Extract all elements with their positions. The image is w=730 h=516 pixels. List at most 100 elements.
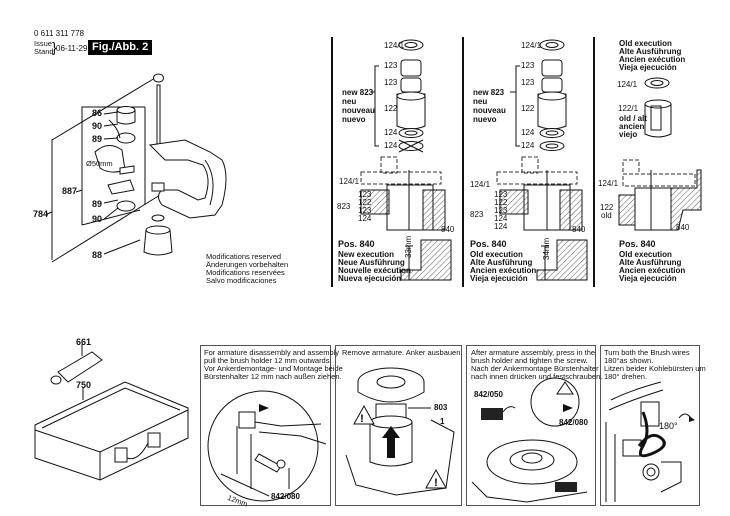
p1-part-124-1: 124/1 [384, 41, 405, 50]
p3-old-en: old / alt [619, 114, 647, 123]
bearing-old [618, 77, 702, 231]
panel-divider [462, 37, 464, 287]
instr3-line2: brush holder and tighten the screw. [471, 356, 588, 365]
p2-caption-es: Vieja ejecución [470, 274, 528, 283]
p3-sec-122: 122 [600, 203, 614, 212]
p2-sec-123: 123 [494, 190, 508, 199]
instr4-rotation-label: 180° [659, 421, 678, 431]
instr3-line4: nach innen drücken und festschrauben. [471, 372, 603, 381]
p3-heading-fr: Ancien exécution [619, 55, 686, 64]
part-number: 0 611 311 778 [34, 29, 84, 38]
instr2-part-1: 1 [440, 417, 445, 426]
part-label-89-lower: 89 [92, 199, 103, 209]
p3-part-122-1: 122/1 [618, 104, 639, 113]
p2-sec-124b: 124 [494, 222, 508, 231]
instruction-panel-remove-armature: Remove armature. Anker ausbauen. ! ! 803… [335, 345, 462, 506]
svg-text:!: ! [434, 477, 438, 489]
bearing-exploded-new [360, 39, 452, 281]
p1-caption-pos: Pos. 840 [338, 239, 375, 249]
p1-group-en: new 823 [342, 88, 374, 97]
p2-part-123a: 123 [521, 61, 535, 70]
accessories-drawing [34, 344, 189, 481]
p3-caption-de: Alte Ausführung [619, 258, 682, 267]
issue-date: 06-11-29 [56, 44, 88, 53]
p3-caption-fr: Ancien exécution [619, 266, 686, 275]
p3-sec-840: 840 [676, 223, 690, 232]
p2-part-124a: 124 [521, 128, 535, 137]
stand-label: Stand [34, 47, 54, 56]
part-label-750: 750 [76, 380, 92, 390]
instr1-line4: Bürstenhalter 12 mm nach außen ziehen. [204, 372, 342, 381]
armature-drawing: ! ! [345, 367, 455, 496]
p2-sec-823: 823 [470, 210, 484, 219]
p1-sec-123b: 123 [358, 206, 372, 215]
p1-part-123a: 123 [384, 61, 398, 70]
p1-caption-en: New execution [338, 250, 395, 259]
part-label-784: 784 [33, 209, 49, 219]
instr1-line2: pull the brush holder 12 mm outwards. [204, 356, 332, 365]
instr3-line1: After armature assembly, press in the [471, 348, 596, 357]
p1-part-124a: 124 [384, 128, 398, 137]
p2-part-124b: 124 [521, 141, 535, 150]
p1-sec-122: 122 [358, 198, 372, 207]
svg-text:!: ! [360, 413, 364, 425]
p2-caption-fr: Ancien exécution [470, 266, 537, 275]
brush-wire-drawing [605, 381, 695, 502]
p1-sec-823: 823 [337, 202, 351, 211]
p2-group-es: nuevo [473, 115, 497, 124]
brush-holder-drawing [207, 390, 327, 502]
p1-sec-123: 123 [358, 190, 372, 199]
p3-heading-en: Old execution [619, 39, 672, 48]
p1-group-de: neu [342, 97, 357, 106]
p1-caption-fr: Nouvelle exécution [338, 266, 411, 275]
clamp-drawing [46, 73, 227, 263]
p2-sec-122: 122 [494, 198, 508, 207]
p3-caption-es: Vieja ejecución [619, 274, 677, 283]
p1-dimension: 33mm [404, 235, 413, 258]
p1-group-fr: nouveau [342, 106, 375, 115]
part-label-88: 88 [92, 250, 103, 260]
p1-group-es: nuevo [342, 115, 366, 124]
instr1-part-842-080: 842/080 [271, 492, 300, 501]
p2-group-en: new 823 [473, 88, 505, 97]
instruction-panel-press-brush-holder: After armature assembly, press in the br… [466, 345, 602, 506]
issue-label: Issue [34, 39, 52, 48]
p2-sec-124a: 124 [494, 214, 508, 223]
instruction-panel-turn-wires: Turn both the Brush wires 180°as shown. … [600, 345, 706, 506]
p1-sec-124-1: 124/1 [339, 177, 360, 186]
part-label-661: 661 [76, 337, 92, 347]
instr3-part-842-050: 842/050 [474, 390, 503, 399]
notice-es: Salvo modificaciones [206, 276, 277, 285]
p2-part-123b: 123 [521, 78, 535, 87]
p2-caption-de: Alte Ausführung [470, 258, 533, 267]
p1-part-122: 122 [384, 104, 398, 113]
p2-dimension: 34mm [542, 237, 551, 260]
p2-part-122: 122 [521, 104, 535, 113]
brush-holder-assembly-drawing [471, 377, 588, 503]
panel-divider [331, 37, 333, 287]
instr4-line3: Litzen beider Kohlebürsten um [604, 364, 706, 373]
p2-group-fr: nouveau [473, 106, 506, 115]
instr3-line3: Nach der Ankermontage Bürstenhalter [471, 364, 599, 373]
notice-de: Änderungen vorbehalten [206, 260, 289, 269]
p1-part-123b: 123 [384, 78, 398, 87]
p1-caption-de: Neue Ausführung [338, 258, 405, 267]
figure-label: Fig./Abb. 2 [88, 40, 153, 55]
notice-en: Modifications reserved [206, 252, 282, 261]
p3-old-es: viejo [619, 130, 638, 139]
part-label-90-lower: 90 [92, 214, 103, 224]
instr2-part-803: 803 [434, 403, 448, 412]
p3-sec-124-1: 124/1 [598, 179, 619, 188]
p1-sec-124: 124 [358, 214, 372, 223]
p3-heading-es: Vieja ejecución [619, 63, 677, 72]
bearing-exploded-old [496, 39, 588, 281]
p1-caption-es: Nueva ejecución [338, 274, 402, 283]
part-label-887: 887 [62, 186, 78, 196]
p3-old-fr: ancien [619, 122, 645, 131]
notice-fr: Modifications reservées [206, 268, 285, 277]
p3-caption-en: Old execution [619, 250, 672, 259]
panel-divider [593, 37, 595, 287]
p1-part-124b: 124 [384, 141, 398, 150]
instr2-line1: Remove armature. Anker ausbauen. [342, 348, 463, 357]
instr4-line1: Turn both the Brush wires [604, 348, 690, 357]
